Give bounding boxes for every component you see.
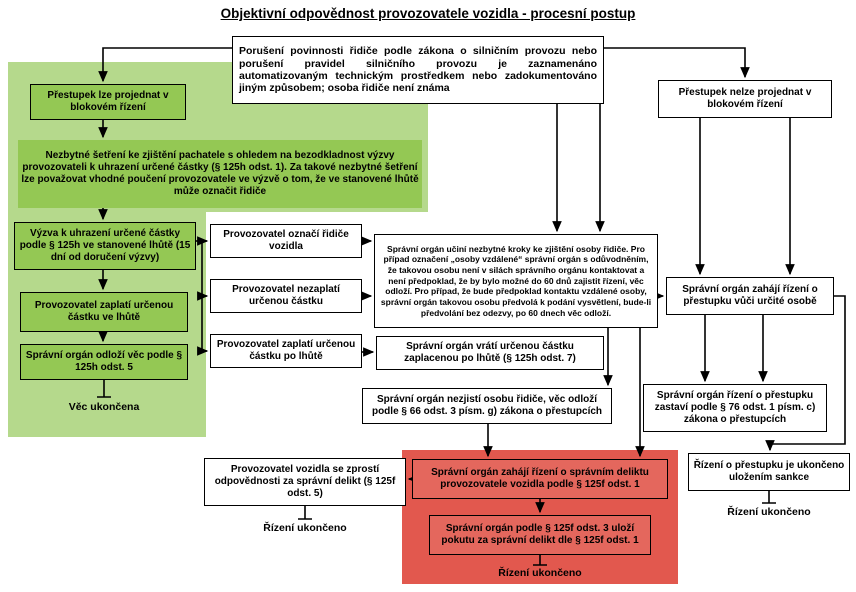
- node-blok-rizeni-lze: Přestupek lze projednat v blokovém řízen…: [30, 84, 186, 120]
- node-zahaji-rizeni-spravni-delikt: Správní orgán zahájí řízení o správním d…: [412, 459, 668, 499]
- arrow-violation-to-nelze: [604, 47, 750, 79]
- arrow-violation-to-blok: [98, 47, 232, 83]
- arrow-zahaji-to-sankce: [765, 295, 846, 452]
- node-vyzva-k-uhrazeni: Výzva k uhrazení určené částky podle § 1…: [14, 222, 196, 270]
- node-oznaci-ridice: Provozovatel označí řidiče vozidla: [210, 224, 362, 258]
- node-blok-rizeni-nelze: Přestupek nelze projednat v blokovém říz…: [658, 80, 832, 118]
- node-nezjisti-osobu-odlozi: Správní orgán nezjistí osobu řidiče, věc…: [362, 388, 612, 424]
- node-nezbytne-setreni: Nezbytné šetření ke zjištění pachatele s…: [18, 140, 422, 208]
- label-rizeni-ukonceno-red: Řízení ukončeno: [498, 567, 582, 579]
- node-zahaji-rizeni-urcita-osoba: Správní orgán zahájí řízení o přestupku …: [666, 277, 834, 315]
- label-vec-ukoncena: Věc ukončena: [68, 401, 140, 413]
- label-rizeni-ukonceno-right: Řízení ukončeno: [727, 506, 811, 518]
- node-ulozi-pokutu: Správní orgán podle § 125f odst. 3 uloží…: [429, 515, 651, 555]
- node-nezbytne-kroky-zjisteni: Správní orgán učiní nezbytné kroky ke zj…: [374, 234, 658, 328]
- label-rizeni-ukonceno-left: Řízení ukončeno: [263, 522, 347, 534]
- node-organ-odlozi-vec: Správní orgán odloží věc podle § 125h od…: [20, 344, 188, 380]
- node-zaplati-po-lhute: Provozovatel zaplatí určenou částku po l…: [210, 334, 362, 368]
- node-vrati-castku: Správní orgán vrátí určenou částku zapla…: [376, 336, 604, 370]
- node-violation-recorded: Porušení povinnosti řidiče podle zákona …: [232, 36, 604, 104]
- node-rizeni-zastavi: Správní orgán řízení o přestupku zastaví…: [643, 384, 827, 432]
- diagram-title: Objektivní odpovědnost provozovatele voz…: [220, 6, 636, 21]
- node-nezaplati-castku: Provozovatel nezaplatí určenou částku: [210, 279, 362, 313]
- terminator-pokuta: [533, 555, 547, 566]
- node-zprosteni-odpovednosti: Provozovatel vozidla se zprostí odpovědn…: [204, 458, 406, 506]
- terminator-zprosti: [298, 506, 312, 520]
- node-zaplati-ve-lhute: Provozovatel zaplatí určenou částku ve l…: [20, 292, 188, 332]
- terminator-sankce: [762, 491, 776, 504]
- terminator-odlozi: [97, 380, 111, 398]
- node-ukonceno-ulozenim-sankce: Řízení o přestupku je ukončeno uložením …: [688, 453, 850, 491]
